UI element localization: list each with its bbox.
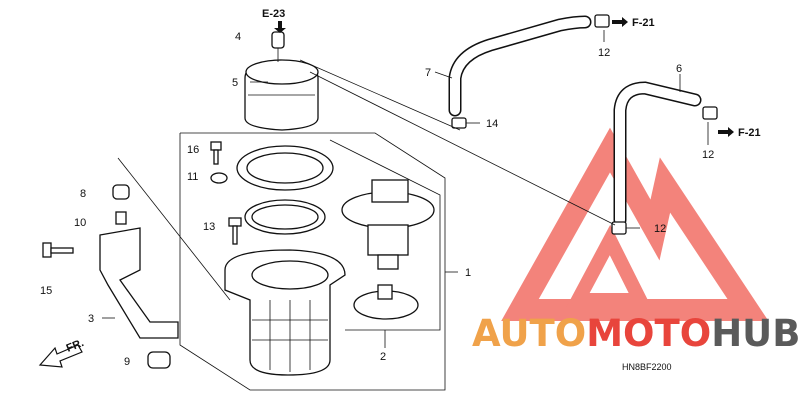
direction-arrow bbox=[38, 344, 83, 368]
callout-1: 1 bbox=[465, 267, 471, 279]
callout-4: 4 bbox=[235, 31, 241, 43]
callout-14: 14 bbox=[486, 118, 498, 130]
part-5-cover bbox=[244, 59, 319, 131]
ref-arrow-f21-right bbox=[718, 127, 734, 137]
part-16-bolt bbox=[210, 141, 222, 165]
callout-11: 11 bbox=[187, 171, 198, 183]
sub-assembly-outline bbox=[329, 139, 441, 331]
ref-f21-top: F-21 bbox=[632, 17, 655, 29]
leader-line bbox=[309, 71, 616, 226]
callout-8: 8 bbox=[80, 188, 86, 200]
fuel-pump-module bbox=[341, 179, 435, 270]
callout-6: 6 bbox=[676, 63, 682, 75]
assembly-outline bbox=[179, 132, 446, 391]
part-15-bolt bbox=[42, 242, 74, 258]
clamp-12-lower bbox=[611, 221, 627, 235]
part-9-grommet bbox=[147, 351, 171, 369]
part-11-washer bbox=[210, 172, 228, 184]
callout-3: 3 bbox=[88, 313, 94, 325]
ref-f21-right: F-21 bbox=[738, 127, 761, 139]
part-2-strainer bbox=[353, 284, 419, 320]
callout-5: 5 bbox=[232, 77, 238, 89]
clamp-12-right bbox=[702, 106, 718, 120]
watermark-auto: AUTO bbox=[472, 312, 586, 355]
ref-e23: E-23 bbox=[262, 8, 285, 20]
callout-15: 15 bbox=[40, 285, 52, 297]
callout-12-right: 12 bbox=[702, 149, 714, 161]
callout-2: 2 bbox=[380, 351, 386, 363]
leader-line bbox=[299, 59, 461, 131]
callout-10: 10 bbox=[74, 217, 86, 229]
o-ring bbox=[244, 199, 326, 235]
callout-12-lower: 12 bbox=[654, 223, 666, 235]
fuel-tank-canister bbox=[224, 249, 346, 376]
part-8-grommet bbox=[112, 184, 130, 200]
callout-12-top: 12 bbox=[598, 47, 610, 59]
watermark-logo bbox=[501, 127, 769, 321]
callout-16: 16 bbox=[187, 144, 199, 156]
part-6-hose bbox=[613, 81, 702, 227]
part-10-collar bbox=[115, 211, 127, 225]
part-4-connector bbox=[271, 31, 285, 62]
part-3-bracket bbox=[99, 227, 179, 339]
watermark-hub: HUB bbox=[711, 312, 800, 355]
leader-line bbox=[434, 71, 453, 79]
clamp-12-top bbox=[594, 14, 610, 28]
part-7-hose bbox=[448, 15, 592, 117]
clamp-14 bbox=[451, 117, 467, 129]
callout-13: 13 bbox=[203, 221, 215, 233]
part-13-bolt bbox=[228, 217, 242, 245]
callout-7: 7 bbox=[425, 67, 431, 79]
leader-line bbox=[117, 157, 231, 301]
callout-9: 9 bbox=[124, 356, 130, 368]
watermark-moto: MOTO bbox=[586, 312, 711, 355]
ref-arrow-e23 bbox=[274, 21, 286, 33]
watermark-text: AUTOMOTOHUB bbox=[472, 312, 800, 355]
gasket-upper bbox=[236, 145, 334, 191]
diagram-code: HN8BF2200 bbox=[622, 362, 672, 372]
ref-arrow-f21-top bbox=[612, 17, 628, 27]
